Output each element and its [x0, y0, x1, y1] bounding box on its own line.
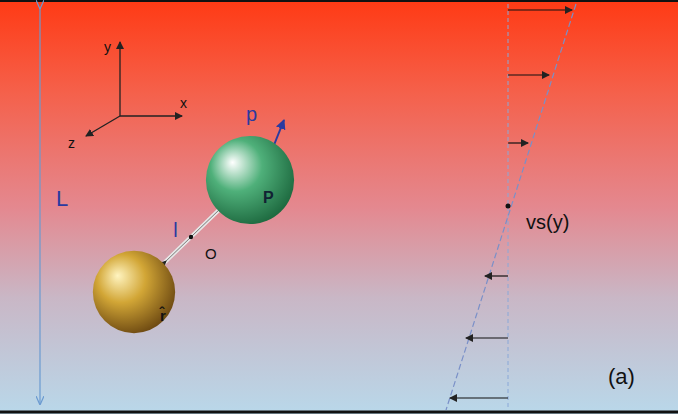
- sphere-label: P: [263, 190, 274, 206]
- label: O: [205, 246, 217, 261]
- label: (a): [608, 366, 635, 388]
- bottom-wall: [0, 411, 678, 414]
- sphere-label: r̂: [160, 308, 166, 323]
- velocity-arrows: [450, 10, 572, 398]
- label: x: [180, 96, 187, 110]
- axes: [86, 42, 182, 136]
- label: vs(y): [526, 212, 569, 232]
- rod-label: l: [173, 220, 177, 240]
- height-dimension: [39, 8, 40, 404]
- sphere-shape: [205, 135, 295, 225]
- center-dot: [506, 204, 511, 209]
- label: y: [104, 40, 111, 54]
- velocity-line: [446, 4, 576, 410]
- top-wall: [0, 0, 678, 2]
- label: p: [246, 104, 257, 124]
- label: L: [56, 188, 68, 210]
- rod: [156, 210, 219, 271]
- sphere: r̂: [92, 250, 176, 334]
- sphere: P: [205, 135, 295, 225]
- label: z: [68, 136, 75, 150]
